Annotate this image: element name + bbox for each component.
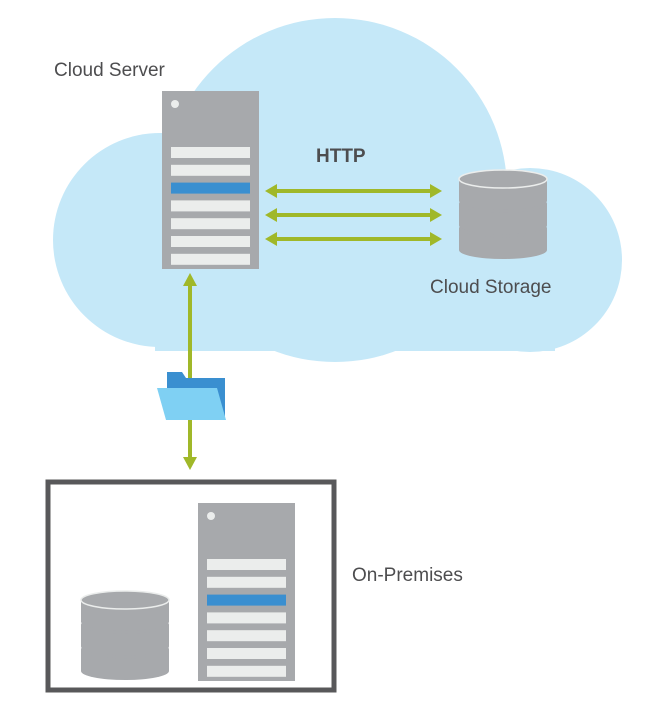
- server-led: [207, 512, 215, 520]
- server-slot: [207, 665, 286, 677]
- server-slot: [207, 576, 286, 588]
- server-slot-active: [171, 182, 250, 194]
- on-premises-server-icon: [198, 503, 295, 681]
- server-slot: [207, 630, 286, 642]
- server-slot: [207, 559, 286, 570]
- file-transfer-arrow: [183, 273, 197, 470]
- cloud-storage-label: Cloud Storage: [430, 277, 552, 298]
- cloud-storage-database-icon: [458, 169, 548, 259]
- arrow-head-right: [430, 232, 442, 246]
- server-led: [171, 100, 179, 108]
- arrow-head-right: [430, 184, 442, 198]
- arrow-head-down: [183, 457, 197, 470]
- server-slot: [171, 200, 250, 212]
- http-label: HTTP: [316, 146, 366, 167]
- database-disk: [80, 590, 170, 610]
- server-slot: [171, 147, 250, 158]
- arrow-head-left: [265, 232, 277, 246]
- arrow-head-left: [265, 208, 277, 222]
- arrow-head-left: [265, 184, 277, 198]
- arrow-head-right: [430, 208, 442, 222]
- folder-icon: [157, 372, 226, 420]
- http-arrows: [265, 184, 442, 246]
- on-premises-frame: [45, 479, 337, 693]
- cloud-server-label: Cloud Server: [54, 60, 165, 81]
- server-slot: [207, 648, 286, 659]
- server-slot: [207, 612, 286, 624]
- server-slot-active: [207, 594, 286, 606]
- server-slot: [171, 164, 250, 176]
- arrow-head-up: [183, 273, 197, 286]
- on-premises-label: On-Premises: [352, 565, 463, 586]
- server-slot: [171, 218, 250, 230]
- server-slot: [171, 253, 250, 265]
- server-slot: [171, 236, 250, 247]
- on-premises-database-icon: [80, 590, 170, 680]
- database-disk: [458, 169, 548, 189]
- cloud-server-icon: [162, 91, 259, 269]
